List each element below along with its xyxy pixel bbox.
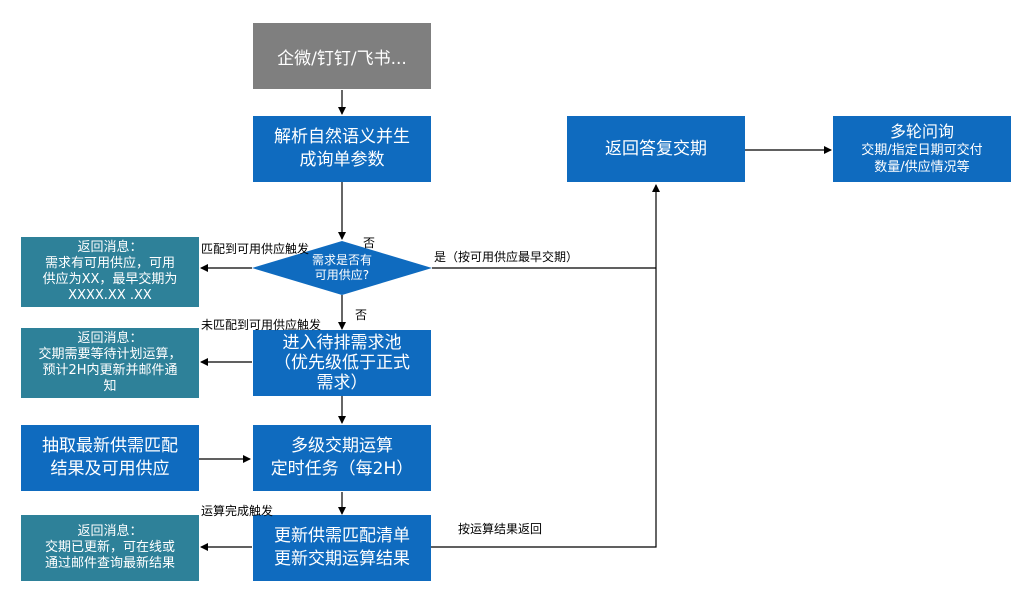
reply-node: 返回答复交期: [567, 116, 745, 182]
reply-label: 返回答复交期: [605, 138, 707, 159]
decision-diamond: [252, 241, 432, 295]
message-box-2: 返回消息： 交期需要等待计划运算， 预计2H内更新并邮件通 知: [21, 328, 199, 398]
message-box-1: 返回消息： 需求有可用供应，可用 供应为XX，最早交期为 XXXX.XX .XX: [21, 237, 199, 307]
parse-line-1: 解析自然语义并生: [274, 127, 410, 147]
label-no-top: 否: [363, 236, 376, 250]
label-return-by-result: 按运算结果返回: [458, 522, 543, 536]
pending-pool-node: 进入待排需求池 （优先级低于正式 需求）: [253, 330, 431, 396]
multiround-line-1: 多轮问询: [889, 122, 954, 141]
update-line-1: 更新供需匹配清单: [274, 526, 410, 546]
msg3-line-3: 通过邮件查询最新结果: [44, 556, 175, 571]
msg2-line-3: 预计2H内更新并邮件通: [42, 363, 178, 378]
msg3-line-1: 返回消息：: [77, 524, 143, 539]
label-not-matched: 未匹配到可用供应触发: [201, 318, 322, 332]
decision-line-2: 可用供应?: [314, 268, 370, 282]
parse-node: 解析自然语义并生 成询单参数: [253, 116, 431, 182]
extract-line-1: 抽取最新供需匹配: [42, 436, 178, 456]
decision-line-1: 需求是否有: [311, 253, 372, 267]
msg2-line-4: 知: [103, 379, 117, 394]
scheduled-task-node: 多级交期运算 定时任务（每2H）: [253, 425, 431, 491]
task-line-2: 定时任务（每2H）: [270, 459, 414, 479]
line-update-return: [431, 268, 657, 548]
pool-line-3: 需求）: [316, 373, 368, 393]
update-line-2: 更新交期运算结果: [274, 549, 410, 569]
pool-line-2: （优先级低于正式: [274, 353, 410, 373]
multiround-line-3: 数量/供应情况等: [874, 160, 970, 175]
label-no-bottom: 否: [355, 308, 368, 322]
extract-node: 抽取最新供需匹配 结果及可用供应: [21, 425, 199, 491]
decision-label: 需求是否有 可用供应?: [282, 252, 402, 284]
label-yes: 是（按可用供应最早交期）: [434, 250, 579, 264]
msg2-line-2: 交期需要等待计划运算，: [38, 347, 182, 362]
pool-line-1: 进入待排需求池: [282, 333, 402, 353]
extract-line-2: 结果及可用供应: [50, 459, 170, 479]
parse-line-2: 成询单参数: [299, 150, 385, 170]
source-label: 企微/钉钉/飞书...: [277, 48, 407, 69]
multi-round-node: 多轮问询 交期/指定日期可交付 数量/供应情况等: [833, 116, 1011, 182]
msg1-line-3: 供应为XX，最早交期为: [42, 272, 178, 287]
update-node: 更新供需匹配清单 更新交期运算结果: [253, 515, 431, 581]
msg1-line-2: 需求有可用供应，可用: [44, 256, 175, 271]
multiround-line-2: 交期/指定日期可交付: [861, 143, 983, 158]
label-matched: 匹配到可用供应触发: [201, 242, 310, 256]
message-box-3: 返回消息： 交期已更新，可在线或 通过邮件查询最新结果: [21, 515, 199, 581]
label-calc-done: 运算完成触发: [201, 504, 274, 518]
msg3-line-2: 交期已更新，可在线或: [44, 540, 175, 555]
source-node: 企微/钉钉/飞书...: [253, 23, 431, 89]
msg1-line-1: 返回消息：: [77, 240, 143, 255]
msg2-line-1: 返回消息：: [77, 331, 143, 346]
msg1-line-4: XXXX.XX .XX: [68, 288, 152, 303]
task-line-1: 多级交期运算: [290, 436, 393, 456]
